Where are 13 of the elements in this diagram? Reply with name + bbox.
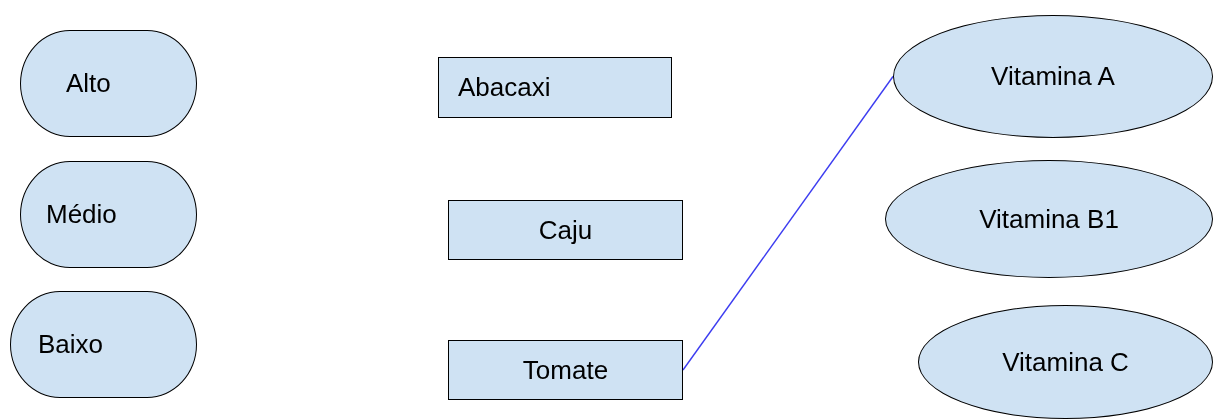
node-label: Abacaxi	[458, 72, 551, 103]
rectangle-box	[438, 57, 672, 118]
node-label: Tomate	[522, 354, 609, 386]
rectangle-box	[448, 340, 683, 400]
rectangle-box	[448, 200, 683, 260]
node-label: Vitamina A	[991, 61, 1115, 92]
node-label: Caju	[538, 214, 593, 246]
node-label: Vitamina C	[1002, 346, 1129, 378]
node-label: Baixo	[38, 329, 104, 360]
node-label: Vitamina B1	[979, 203, 1119, 235]
connector-line	[682, 75, 894, 371]
node-label: Alto	[66, 68, 111, 99]
node-label: Médio	[46, 199, 117, 230]
